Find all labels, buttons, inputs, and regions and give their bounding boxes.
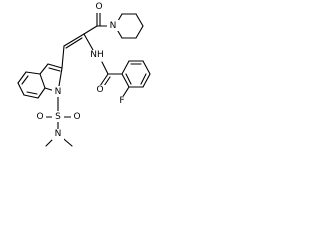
piperidine-nitrogen-label: N [110,21,117,31]
benzamide-oxygen-label: O [96,85,103,95]
amide-oxygen-label: O [95,2,102,12]
amide-nh-label: NH [90,50,104,60]
amide-nh-label-bg [89,50,105,61]
sulfonyl-oxygen-left-label: O [36,112,43,122]
fluorine-label: F [119,96,124,106]
dimethylamine-nitrogen-label: N [55,129,62,139]
piperidine-nitrogen-label-bg [107,20,119,31]
fluorine-label-bg [116,96,128,107]
sulfonyl-sulfur-label: S [55,112,61,122]
sulfonyl-sulfur-label-bg [52,111,64,122]
sulfonyl-oxygen-right-label-bg [71,111,83,122]
sulfonyl-oxygen-left-label-bg [34,111,46,122]
dimethylamine-nitrogen-label-bg [52,129,64,140]
indole-nitrogen-label: N [55,87,62,97]
sulfonyl-oxygen-right-label: O [73,112,80,122]
indole-nitrogen-label-bg [52,86,64,97]
atom-labels: O N NH O F N S O O N [34,2,128,140]
benzamide-oxygen-label-bg [94,85,106,96]
bond-lines [17,9,151,147]
molecule-structure: O N NH O F N S O O N [17,2,151,147]
amide-oxygen-label-bg [93,2,105,13]
